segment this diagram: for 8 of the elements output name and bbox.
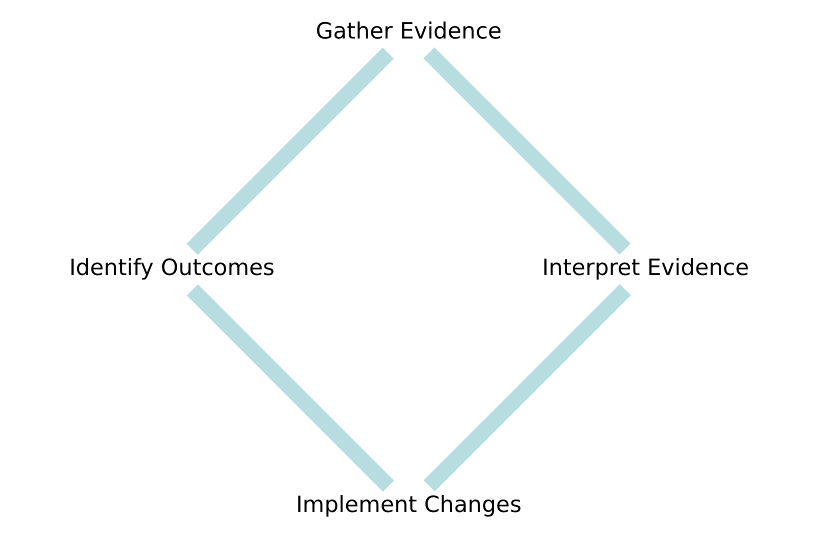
connector [423, 47, 631, 255]
connector [424, 284, 631, 492]
node-text: Identify Outcomes [69, 255, 275, 282]
node-text: Gather Evidence [316, 18, 502, 44]
node-text: Implement Changes [296, 492, 522, 518]
node-text: Interpret Evidence [542, 255, 749, 282]
connector [186, 48, 394, 255]
connector [186, 284, 394, 492]
